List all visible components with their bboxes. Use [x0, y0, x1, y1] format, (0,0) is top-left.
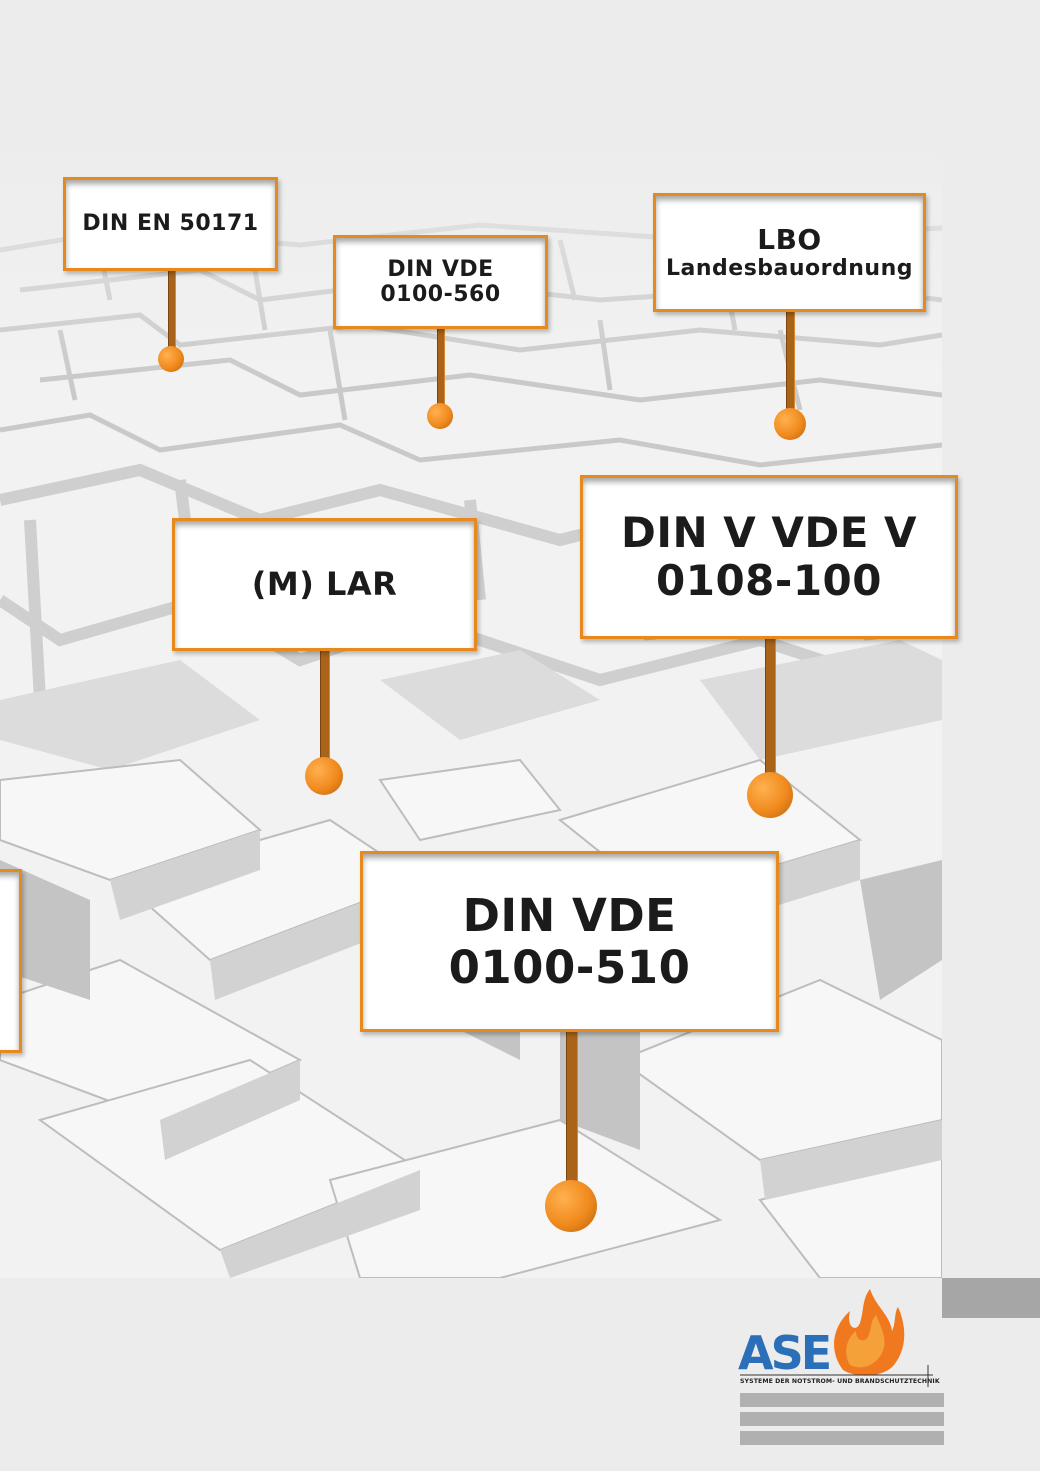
sign-mlar: (M) LAR [172, 518, 477, 651]
page-tab [942, 1278, 1040, 1318]
footer-bar-2 [740, 1412, 944, 1426]
ball-lbo [774, 408, 806, 440]
ase-logo-text: ASE [738, 1326, 830, 1380]
registered-mark: ® [838, 1327, 849, 1340]
pole-din-vde-0100-560 [437, 328, 445, 412]
sign-din-vde-0100-560-line1: DIN VDE [387, 256, 494, 282]
sign-lbo-line2: Landesbauordnung [666, 255, 913, 281]
ase-logo: ASE ® [738, 1289, 933, 1387]
sign-din-vde-0100-560: DIN VDE 0100-560 [333, 235, 548, 329]
ball-din-vde-0100-510 [545, 1180, 597, 1232]
footer-bar-3 [740, 1431, 944, 1445]
pole-din-en-50171 [168, 270, 176, 356]
sign-lbo: LBO Landesbauordnung [653, 193, 926, 312]
sign-din-en-50171: DIN EN 50171 [63, 177, 278, 271]
sign-lbo-line1: LBO [757, 222, 822, 256]
sign-din-v-vde-v-0108-100: DIN V VDE V 0108-100 [580, 475, 958, 639]
logo-tagline: SYSTEME DER NOTSTROM- UND BRANDSCHUTZTEC… [740, 1378, 940, 1385]
sign-din-vde-0100-510: DIN VDE 0100-510 [360, 851, 779, 1032]
pole-mlar [320, 650, 330, 764]
sign-din-vde-0100-560-line2: 0100-560 [380, 282, 501, 307]
sign-partial-left [0, 869, 22, 1053]
sign-mlar-text: (M) LAR [251, 565, 398, 604]
footer-bar-1 [740, 1393, 944, 1407]
ball-din-v-vde-v-0108-100 [747, 772, 793, 818]
pole-din-vde-0100-510 [566, 1030, 578, 1188]
sign-din-v-vde-v-0108-100-line2: 0108-100 [656, 556, 882, 605]
ball-mlar [305, 757, 343, 795]
flame-icon [834, 1289, 905, 1376]
sign-din-en-50171-text: DIN EN 50171 [82, 211, 259, 237]
sign-din-vde-0100-510-line2: 0100-510 [448, 940, 691, 994]
sign-din-vde-0100-510-line1: DIN VDE [462, 888, 677, 942]
sign-din-v-vde-v-0108-100-line1: DIN V VDE V [620, 507, 918, 557]
pole-din-v-vde-v-0108-100 [765, 638, 776, 778]
ball-din-vde-0100-560 [427, 403, 453, 429]
pole-lbo [786, 311, 795, 415]
ball-din-en-50171 [158, 346, 184, 372]
